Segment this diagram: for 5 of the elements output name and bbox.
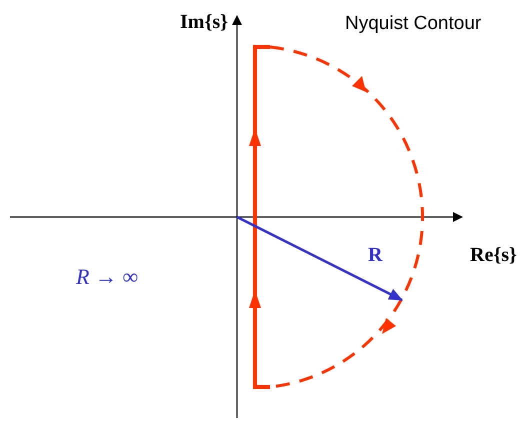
radius-label: R [368, 245, 382, 265]
axis-label: Im{s} [180, 12, 228, 32]
diagram-title: Nyquist Contour [345, 14, 482, 33]
axis-label: Re{s} [470, 245, 517, 265]
limit-label: R → ∞ [76, 266, 138, 288]
